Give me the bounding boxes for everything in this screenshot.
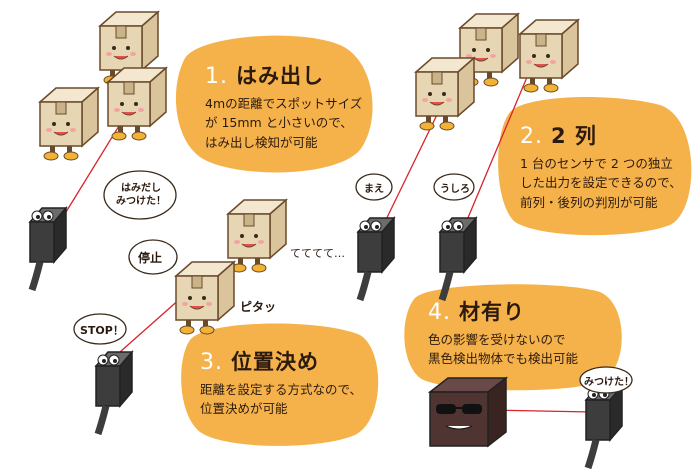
body-line: した出力を設定できるので、 xyxy=(520,175,682,191)
section-number: 4. xyxy=(428,300,451,325)
section-body: 距離を設定する方式なので、 位置決めが可能 xyxy=(200,380,362,419)
sensor-character xyxy=(30,208,66,290)
body-line: はみ出し検知が可能 xyxy=(205,134,318,150)
speech-tetete: てててて… xyxy=(290,247,345,260)
section-number: 1. xyxy=(205,64,228,89)
body-line: 位置決めが可能 xyxy=(200,401,288,417)
speech-stop-jp: 停止 xyxy=(138,251,163,265)
speech-line: はみだし xyxy=(121,183,161,194)
speech-found-overflow: はみだし みつけた！ xyxy=(116,182,166,208)
section-title: 4. 材有り xyxy=(428,296,578,330)
section-number: 3. xyxy=(200,350,223,375)
speech-found: みつけた！ xyxy=(584,377,634,388)
section-niretsu: 2. 2 列 1 台のセンサで 2 つの独立 した出力を設定できるので、 前列・後… xyxy=(520,120,682,212)
body-line: 距離を設定する方式なので、 xyxy=(200,382,363,398)
section-title-text: はみ出し xyxy=(236,64,324,88)
speech-mae: まえ xyxy=(364,184,384,195)
section-title: 2. 2 列 xyxy=(520,120,682,154)
section-title: 3. 位置決め xyxy=(200,346,362,380)
section-body: 4mの距離でスポットサイズ が 15mm と小さいので、 はみ出し検知が可能 xyxy=(205,94,362,152)
speech-ushiro: うしろ xyxy=(440,184,470,195)
section-title-text: 位置決め xyxy=(231,350,319,374)
section-number: 2. xyxy=(520,124,543,149)
section-hamidashi: 1. はみ出し 4mの距離でスポットサイズ が 15mm と小さいので、 はみ出し… xyxy=(205,60,362,152)
sensor-character xyxy=(96,352,132,434)
speech-line: みつけた！ xyxy=(116,196,166,207)
body-line: 前列・後列の判別が可能 xyxy=(520,194,658,210)
section-ichigime: 3. 位置決め 距離を設定する方式なので、 位置決めが可能 xyxy=(200,346,362,419)
speech-stop-en: STOP！ xyxy=(80,324,124,337)
sensor-character xyxy=(358,218,394,300)
section-body: 1 台のセンサで 2 つの独立 した出力を設定できるので、 前列・後列の判別が可… xyxy=(520,154,682,212)
section-title-text: 材有り xyxy=(459,300,525,324)
section-zaiari: 4. 材有り 色の影響を受けないので 黒色検出物体でも検出可能 xyxy=(428,296,578,369)
body-line: 4mの距離でスポットサイズ xyxy=(205,96,363,112)
box-character xyxy=(39,87,99,161)
section-title: 1. はみ出し xyxy=(205,60,362,94)
body-line: 色の影響を受けないので xyxy=(428,332,566,348)
box-character xyxy=(175,261,235,335)
section-title-text: 2 列 xyxy=(551,124,597,148)
body-line: が 15mm と小さいので、 xyxy=(205,115,353,131)
black-box-character xyxy=(427,376,509,448)
body-line: 1 台のセンサで 2 つの独立 xyxy=(520,156,673,172)
body-line: 黒色検出物体でも検出可能 xyxy=(428,351,579,367)
speech-pitatsu: ピタッ xyxy=(240,300,277,314)
sensor-character xyxy=(586,386,622,468)
box-character xyxy=(227,199,287,273)
section-body: 色の影響を受けないので 黒色検出物体でも検出可能 xyxy=(428,330,578,369)
box-character xyxy=(415,57,475,131)
box-character xyxy=(519,19,579,93)
